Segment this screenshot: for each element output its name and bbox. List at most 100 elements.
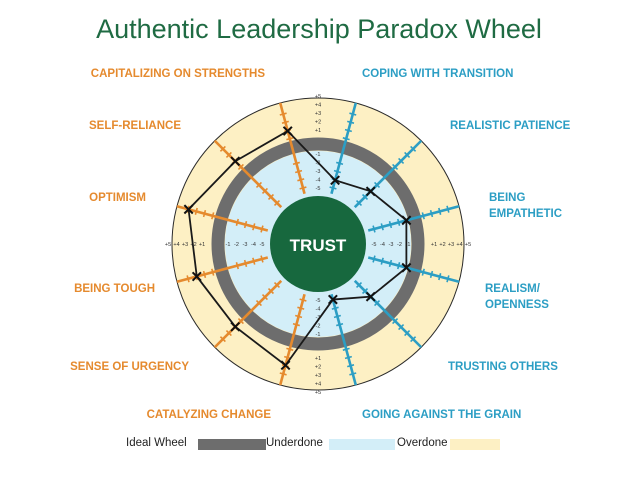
right-spoke-tick [333, 314, 341, 319]
left-spoke-3 [176, 256, 269, 284]
scale-right-inner: -3 [389, 242, 394, 248]
left-spoke-tick [281, 120, 289, 124]
legend-overdone-swatch [450, 439, 500, 450]
profile-marker [330, 175, 340, 186]
left-spoke-4 [213, 279, 283, 349]
left-spoke-tick [267, 193, 275, 201]
label-being-empathetic: BEING EMPATHETIC [489, 192, 563, 220]
legend-underdone-swatch [329, 439, 395, 450]
left-spoke-tick [299, 186, 307, 190]
label-realism-openness: REALISM/ OPENNESS [485, 283, 549, 311]
label-optimism: OPTIMISM [89, 192, 146, 204]
right-spoke-2 [367, 204, 460, 232]
left-spoke-tick [292, 322, 300, 327]
left-spoke-tick [211, 268, 215, 276]
scale-top-outer: +1 [315, 128, 321, 134]
scale-top-outer: +3 [315, 111, 321, 117]
left-spoke-tick [255, 300, 262, 307]
right-spoke-tick [374, 300, 381, 307]
right-spoke-tick [388, 259, 393, 267]
profile-marker [401, 262, 412, 273]
scale-right-outer: +3 [448, 242, 454, 248]
right-spoke-tick [361, 193, 369, 201]
left-spoke-2 [176, 204, 269, 232]
left-spoke-1 [213, 139, 283, 209]
label-going-against-the-grain: GOING AGAINST THE GRAIN [362, 409, 522, 421]
scale-top-inner: -1 [316, 152, 321, 158]
left-spoke-tick [252, 223, 256, 231]
right-spoke-4 [353, 279, 423, 349]
legend-ideal-swatch [198, 439, 266, 450]
left-spoke-5 [278, 293, 306, 386]
right-spoke-tick [342, 137, 350, 141]
scale-left-inner: -1 [226, 242, 231, 248]
right-spoke-tick [349, 372, 357, 376]
left-spoke-tick [252, 257, 256, 265]
right-spoke-tick [388, 221, 393, 229]
left-spoke-tick [279, 112, 287, 116]
left-spoke-tick [255, 181, 262, 188]
profile-marker [191, 271, 202, 282]
right-spoke-tick [347, 120, 355, 124]
left-spoke-tick [261, 293, 269, 301]
profile-group [183, 126, 412, 371]
left-spoke-tick [237, 318, 244, 325]
profile-marker [327, 294, 338, 305]
right-spoke-tick [392, 318, 399, 325]
right-spoke-tick [429, 270, 434, 278]
right-spoke-tick [410, 145, 417, 152]
right-spoke-tick [404, 330, 411, 337]
left-spoke-tick [202, 270, 207, 278]
legend-underdone-label: Underdone [266, 437, 323, 449]
scale-right-outer: +2 [439, 242, 445, 248]
left-spoke-tick [235, 218, 240, 226]
label-self-reliance: SELF-RELIANCE [89, 120, 181, 132]
right-spoke-3 [367, 256, 460, 284]
scale-left-outer: +3 [182, 242, 188, 248]
label-being-tough: BEING TOUGH [74, 283, 155, 295]
right-spoke-tick [446, 205, 450, 213]
scale-right-inner: -1 [406, 242, 411, 248]
scale-top-outer: +2 [315, 120, 321, 126]
profile-marker [365, 186, 376, 197]
left-spoke-tick [235, 262, 240, 270]
ideal-wheel-ring [211, 137, 425, 351]
label-catalyzing-change: CATALYZING CHANGE [146, 409, 271, 421]
right-spoke-tick [380, 257, 384, 265]
left-spoke-tick [260, 225, 264, 233]
left-spoke-tick [225, 330, 232, 337]
scale-left-inner: -2 [234, 242, 239, 248]
scale-right-outer: +4 [456, 242, 462, 248]
scale-right-inner: -2 [397, 242, 402, 248]
right-spoke-tick [355, 199, 363, 207]
profile-marker [230, 156, 241, 167]
label-realistic-patience: REALISTIC PATIENCE [450, 120, 571, 132]
right-spoke-tick [372, 255, 376, 263]
center-label: TRUST [290, 236, 347, 255]
left-spoke-tick [219, 145, 226, 152]
legend-overdone-label: Overdone [397, 437, 448, 449]
scale-left-outer: +4 [173, 242, 179, 248]
left-spoke-tick [194, 207, 198, 215]
page-title: Authentic Leadership Paradox Wheel [96, 14, 542, 44]
right-spoke-tick [404, 151, 411, 158]
scale-right-inner: -4 [380, 242, 385, 248]
right-spoke-tick [392, 163, 399, 170]
right-spoke-tick [344, 355, 352, 360]
profile-marker [401, 215, 412, 226]
scale-left-inner: -4 [251, 242, 256, 248]
scale-top-outer: +4 [315, 103, 321, 109]
right-spoke-tick [331, 306, 339, 310]
scale-left-inner: -5 [260, 242, 265, 248]
left-spoke-tick [267, 287, 275, 295]
scale-left-outer: +5 [165, 242, 171, 248]
scale-bottom-inner: -3 [316, 315, 321, 321]
scale-bottom-inner: -2 [316, 324, 321, 330]
scale-bottom-inner: -4 [316, 307, 321, 313]
right-spoke-tick [329, 186, 337, 190]
left-spoke-tick [295, 314, 303, 319]
left-spoke-tick [202, 210, 207, 218]
left-spoke-tick [297, 306, 305, 310]
label-capitalizing-on-strengths: CAPITALIZING ON STRENGTHS [90, 68, 265, 80]
